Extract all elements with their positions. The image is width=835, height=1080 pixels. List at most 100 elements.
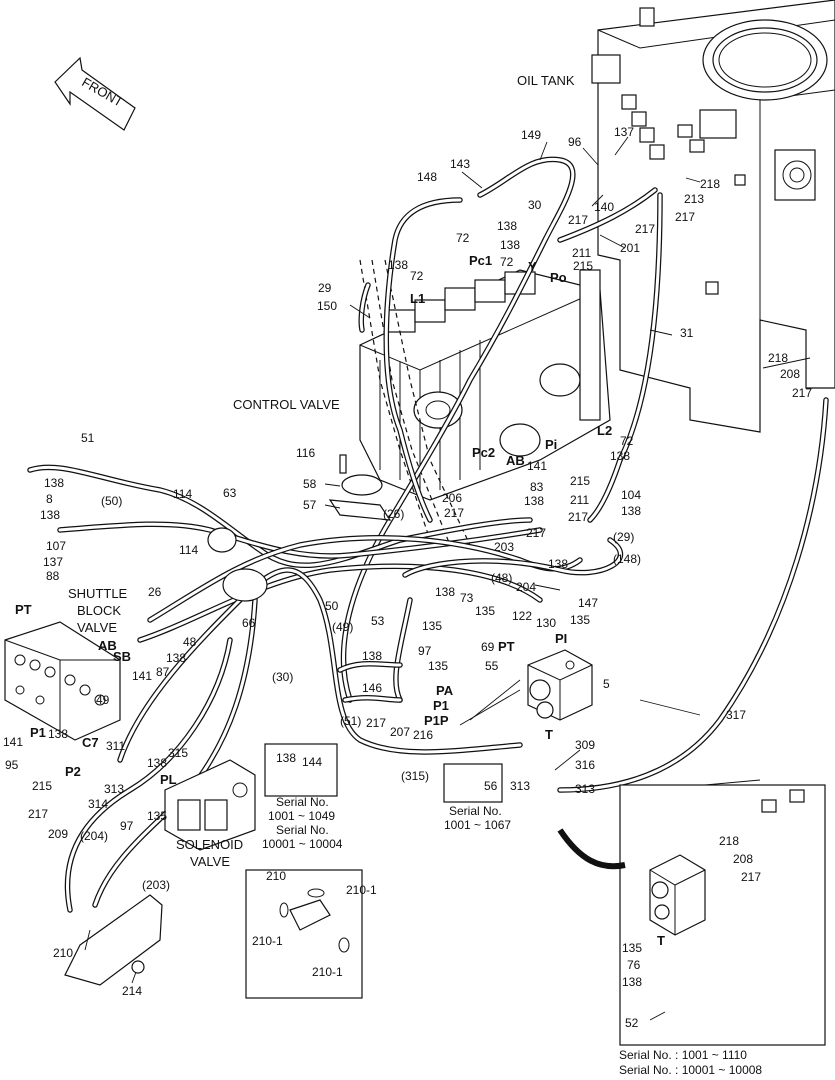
part-callout-138: 138 (548, 557, 568, 571)
part-callout-31: 31 (680, 326, 694, 340)
part-callout-141: 141 (3, 735, 23, 749)
part-callout-138: 138 (621, 504, 641, 518)
part-callout-122: 122 (512, 609, 532, 623)
part-callout-138: 138 (276, 751, 296, 765)
port-label: Pi (545, 437, 557, 452)
part-callout-104: 104 (621, 488, 641, 502)
control-valve-label: CONTROL VALVE (233, 397, 340, 412)
part-callout-215: 215 (573, 259, 593, 273)
port-label: Pc1 (469, 253, 492, 268)
port-label: Po (550, 270, 567, 285)
part-callout-314: 314 (88, 797, 108, 811)
part-callout-217: 217 (366, 716, 386, 730)
part-callout-146: 146 (362, 681, 382, 695)
part-callout-315: (315) (401, 769, 429, 783)
part-callout-213: 213 (684, 192, 704, 206)
part-callout-148: (148) (613, 552, 641, 566)
serial-bottom-a: Serial No. : 1001 ~ 1110 (619, 1048, 747, 1062)
oil-tank-label: OIL TANK (517, 73, 575, 88)
part-callout-201: 201 (620, 241, 640, 255)
pilot-block-5 (527, 649, 593, 721)
port-label: C7 (82, 735, 99, 750)
port-label: SB (113, 649, 131, 664)
control-valve (359, 259, 611, 546)
part-callout-138: 138 (497, 219, 517, 233)
part-callout-138: 138 (362, 649, 382, 663)
part-callout-138: 138 (44, 476, 64, 490)
part-callout-48: (48) (491, 571, 512, 585)
serial-56-b: 1001 ~ 1067 (444, 818, 511, 832)
part-callout-116: 116 (296, 446, 315, 460)
part-callout-66: 66 (242, 616, 256, 630)
part-callout-204: 204 (516, 580, 536, 594)
part-144-box (264, 743, 338, 797)
part-callout-138: 138 (388, 258, 408, 272)
part-callout-217: 217 (568, 510, 588, 524)
part-callout-208: 208 (780, 367, 800, 381)
part-callout-48: 48 (183, 635, 197, 649)
part-callout-211: 211 (570, 493, 589, 507)
part-callout-138: 138 (147, 756, 167, 770)
part-callout-73: 73 (460, 591, 474, 605)
part-callout-141: 141 (527, 459, 547, 473)
part-callout-313: 313 (510, 779, 530, 793)
serial-bottom-b: Serial No. : 10001 ~ 10008 (619, 1063, 762, 1077)
leader-lines (84, 136, 811, 1021)
part-callout-55: 55 (485, 659, 499, 673)
part-callout-69: 69 (481, 640, 495, 654)
part-callout-72: 72 (620, 434, 634, 448)
port-label: Y (528, 259, 537, 274)
shuttle-block-valve (4, 621, 121, 741)
part-callout-114: 114 (173, 487, 192, 501)
part-callout-135: 135 (428, 659, 448, 673)
part-callout-53: 53 (371, 614, 385, 628)
part-callout-8: 8 (46, 492, 53, 506)
port-label: PT (15, 602, 32, 617)
shuttle-label-3: VALVE (77, 620, 117, 635)
part-callout-215: 215 (570, 474, 590, 488)
port-label: L1 (410, 291, 425, 306)
part-callout-149: 149 (521, 128, 541, 142)
port-label: P2 (65, 764, 81, 779)
part-callout-72: 72 (456, 231, 470, 245)
port-label: P1 (433, 698, 449, 713)
part-callout-130: 130 (536, 616, 556, 630)
part-callout-218: 218 (719, 834, 739, 848)
part-callout-83: 83 (530, 480, 544, 494)
part-callout-97: 97 (418, 644, 432, 658)
part-callout-26: (26) (383, 507, 404, 521)
part-callout-56: 56 (484, 779, 498, 793)
port-label: PA (436, 683, 454, 698)
part-callout-215: 215 (32, 779, 52, 793)
tee-fitting-detail (279, 888, 350, 953)
part-callout-135: 135 (475, 604, 495, 618)
part-callout-217: 217 (444, 506, 464, 520)
part-210-detail-box (245, 869, 363, 999)
part-callout-107: 107 (46, 539, 66, 553)
part-callout-316: 316 (575, 758, 595, 772)
part-callout-203: 203 (494, 540, 514, 554)
part-callout-147: 147 (578, 596, 598, 610)
part-callout-140: 140 (594, 200, 614, 214)
part-callout-30: 30 (528, 198, 542, 212)
part-callout-214: 214 (122, 984, 142, 998)
solenoid-label-2: VALVE (190, 854, 230, 869)
part-callout-87: 87 (156, 665, 170, 679)
serial-notes: Serial No. 1001 ~ 1049 Serial No. 10001 … (262, 795, 762, 1077)
part-callout-138: 138 (524, 494, 544, 508)
port-label: L2 (597, 423, 612, 438)
part-callout-63: 63 (223, 486, 237, 500)
part-callout-138: 138 (40, 508, 60, 522)
part-callout-29: (29) (613, 530, 634, 544)
part-callout-26: 26 (148, 585, 162, 599)
serial-144-d: 10001 ~ 10004 (262, 837, 343, 851)
serial-144-b: 1001 ~ 1049 (268, 809, 335, 823)
part-callout-313: 313 (104, 782, 124, 796)
port-label: T (657, 933, 665, 948)
part-callout-29: 29 (318, 281, 332, 295)
port-label: AB (98, 638, 117, 653)
front-arrow (54, 56, 136, 131)
part-callout-57: 57 (303, 498, 317, 512)
